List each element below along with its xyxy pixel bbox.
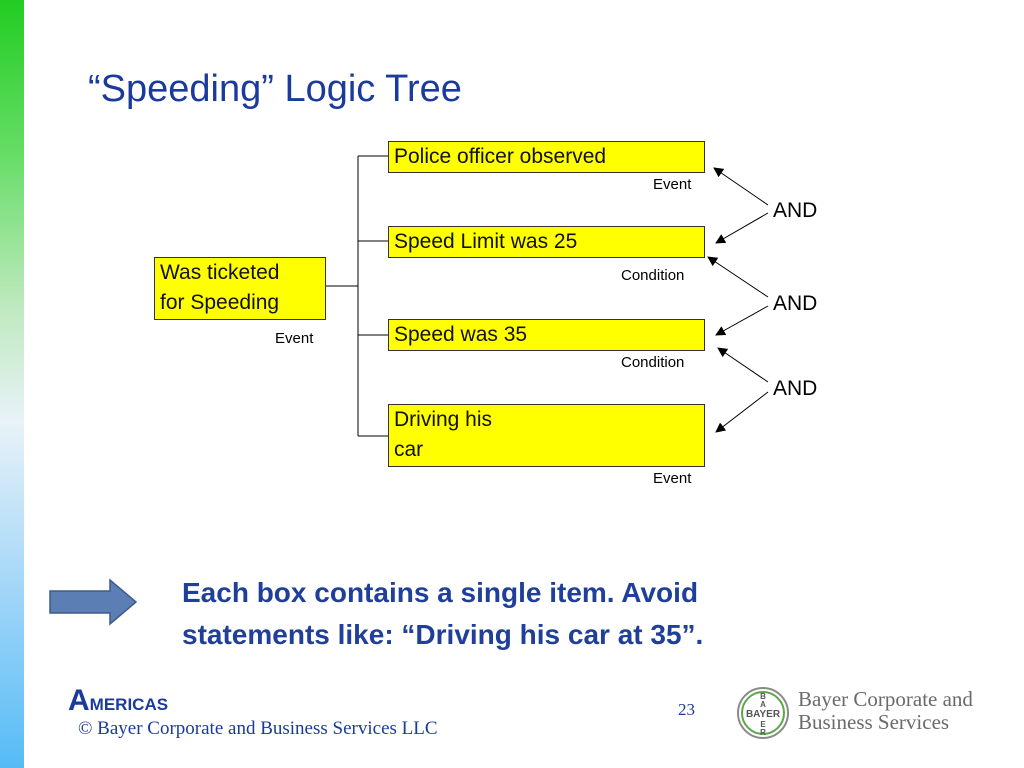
root-box-line2: for Speeding <box>160 291 280 314</box>
root-type-label: Event <box>275 330 314 347</box>
svg-text:BAYER: BAYER <box>746 709 781 720</box>
and1-arrow-up <box>713 167 769 206</box>
child-type-speed-was: Condition <box>621 354 685 371</box>
americas-logo: AMERICAS <box>68 684 168 718</box>
svg-text:R: R <box>760 728 766 737</box>
page-number: 23 <box>678 700 695 719</box>
child-label-driving-line2: car <box>394 438 424 461</box>
svg-text:E: E <box>760 720 766 729</box>
child-box-speed-limit: Speed Limit was 25 <box>388 226 705 258</box>
child-type-speed-limit: Condition <box>621 267 685 284</box>
guidance-note-line2: statements like: “Driving his car at 35”… <box>182 619 704 650</box>
root-box-line1: Was ticketed <box>160 261 280 284</box>
and2-arrow-up <box>707 256 769 298</box>
child-label-speed-was: Speed was 35 <box>394 323 528 346</box>
guidance-note: Each box contains a single item. Avoid s… <box>182 572 703 656</box>
child-label-speed-limit: Speed Limit was 25 <box>394 230 578 253</box>
bayer-cross-logo: BAYER B A E R <box>737 687 789 739</box>
copyright-text: © Bayer Corporate and Business Services … <box>78 718 438 739</box>
bayer-text-line1: Bayer Corporate and <box>798 687 973 711</box>
root-box: Was ticketed for Speeding <box>154 257 326 320</box>
and-label-1: AND <box>773 199 818 222</box>
and1-arrow-down <box>715 212 769 244</box>
child-box-driving: Driving his car <box>388 404 705 467</box>
child-box-police-observed: Police officer observed <box>388 141 705 173</box>
child-label-driving-line1: Driving his <box>394 408 493 431</box>
and-label-2: AND <box>773 292 818 315</box>
child-type-police-observed: Event <box>653 176 692 193</box>
sidebar-gradient-stripe <box>0 0 24 768</box>
bayer-text-line2: Business Services <box>798 710 950 734</box>
guidance-note-line1: Each box contains a single item. Avoid <box>182 577 699 608</box>
and2-arrow-down <box>715 305 769 336</box>
and3-arrow-down <box>715 391 769 433</box>
slide-title: “Speeding” Logic Tree <box>88 68 462 110</box>
and-label-3: AND <box>773 377 818 400</box>
child-type-driving: Event <box>653 470 692 487</box>
svg-text:A: A <box>760 700 766 709</box>
svg-text:B: B <box>760 692 766 701</box>
americas-logo-initial: A <box>68 684 90 717</box>
americas-logo-rest: MERICAS <box>89 695 169 714</box>
and3-arrow-up <box>717 347 769 383</box>
child-label-police-observed: Police officer observed <box>394 145 607 168</box>
right-arrow-icon <box>49 578 138 626</box>
bayer-corporate-text: Bayer Corporate and Business Services <box>798 688 973 734</box>
child-box-speed-was: Speed was 35 <box>388 319 705 351</box>
